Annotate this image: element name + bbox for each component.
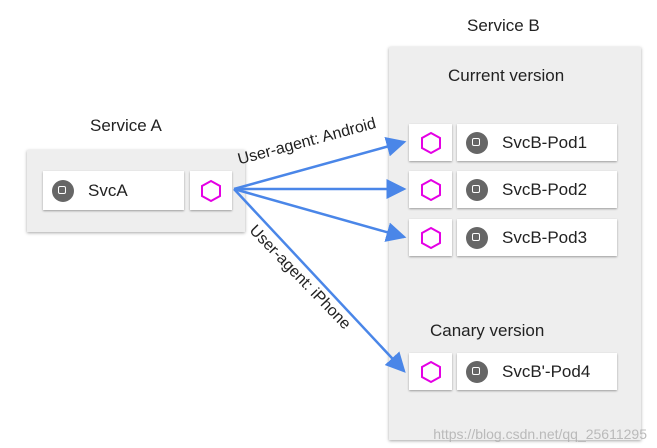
- pod-name: SvcB'-Pod4: [502, 361, 591, 381]
- pod3-sidecar-card[interactable]: [409, 219, 452, 256]
- pod-name: SvcA: [88, 180, 128, 200]
- hexagon-icon: [201, 179, 221, 202]
- svca-sidecar-card[interactable]: [190, 171, 232, 210]
- hexagon-icon: [420, 131, 441, 154]
- hexagon-icon: [420, 178, 441, 201]
- hexagon-icon: [420, 360, 441, 383]
- pod1-sidecar-card[interactable]: [409, 124, 452, 161]
- svcb-pod2-card[interactable]: SvcB-Pod2: [457, 171, 617, 208]
- current-version-label: Current version: [448, 66, 565, 85]
- pod-chip-icon: [466, 226, 488, 249]
- service-a-title: Service A: [90, 116, 162, 135]
- canary-version-label: Canary version: [430, 321, 545, 340]
- pod-chip-icon: [466, 178, 488, 201]
- watermark: https://blog.csdn.net/qq_25611295: [433, 426, 647, 442]
- arrow-to-pod4: [233, 188, 406, 373]
- svcb-pod1-card[interactable]: SvcB-Pod1: [457, 124, 617, 161]
- pod2-sidecar-card[interactable]: [409, 171, 452, 208]
- pod-name: SvcB-Pod3: [502, 227, 588, 247]
- pod-chip-icon: [52, 179, 74, 202]
- pod-name: SvcB-Pod2: [502, 179, 588, 199]
- pod-chip-icon: [466, 131, 488, 154]
- pod4-sidecar-card[interactable]: [409, 353, 452, 390]
- svcb-pod4-card[interactable]: SvcB'-Pod4: [457, 353, 617, 390]
- arrow-to-pod3: [233, 187, 407, 242]
- svca-pod-card[interactable]: SvcA: [43, 171, 184, 210]
- hexagon-icon: [420, 226, 441, 249]
- pod-chip-icon: [466, 360, 488, 383]
- pod-name: SvcB-Pod1: [502, 132, 588, 152]
- svcb-pod3-card[interactable]: SvcB-Pod3: [457, 219, 617, 256]
- arrow-to-pod1: [233, 137, 407, 191]
- service-b-title: Service B: [467, 16, 540, 35]
